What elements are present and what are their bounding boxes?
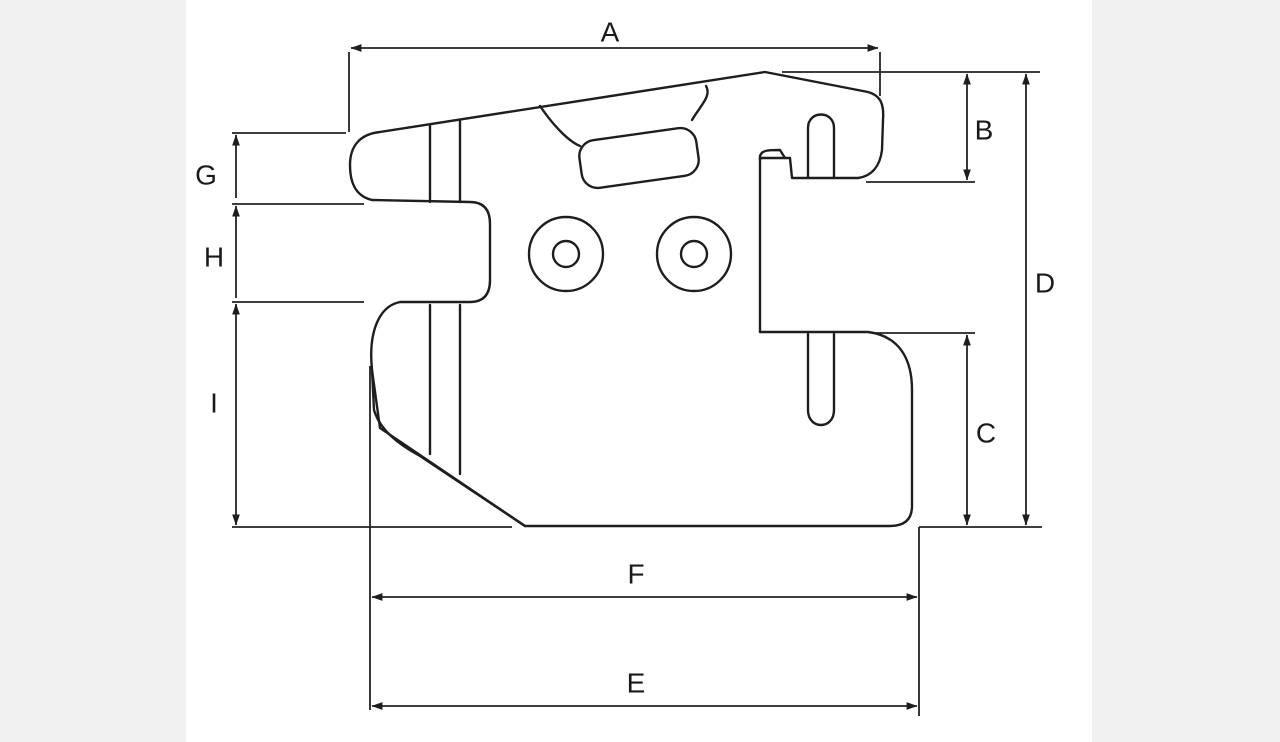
label-a: A: [601, 16, 620, 47]
part-outline: [348, 70, 914, 528]
upper-cutout-right: [690, 84, 709, 122]
upper-cutout: [538, 104, 582, 148]
lower-body-contour: [370, 198, 914, 528]
lower-chamfer: [370, 368, 527, 528]
label-c: C: [976, 417, 996, 448]
upper-catch-tab: [758, 148, 787, 162]
label-h: H: [204, 241, 224, 272]
handle-slot: [578, 126, 700, 190]
upper-pin-slot: [806, 113, 836, 180]
label-i: I: [210, 387, 218, 418]
bolt-hole-left-outer: [527, 215, 605, 293]
label-g: G: [195, 159, 217, 190]
dimension-lines: [232, 44, 1030, 710]
extension-lines: [232, 52, 1042, 716]
bolt-hole-left-inner: [551, 239, 581, 269]
right-margin-band: [1092, 0, 1280, 742]
left-margin-band: [0, 0, 186, 742]
label-f: F: [627, 558, 644, 589]
lower-pin-slot: [806, 332, 836, 427]
label-d: D: [1035, 267, 1055, 298]
dimension-labels: A B C D E F G H I: [195, 16, 1055, 698]
bolt-hole-right-inner: [679, 239, 709, 269]
upper-hook-contour: [348, 70, 885, 334]
label-b: B: [975, 114, 994, 145]
bolt-hole-right-outer: [655, 215, 733, 293]
label-e: E: [627, 667, 646, 698]
